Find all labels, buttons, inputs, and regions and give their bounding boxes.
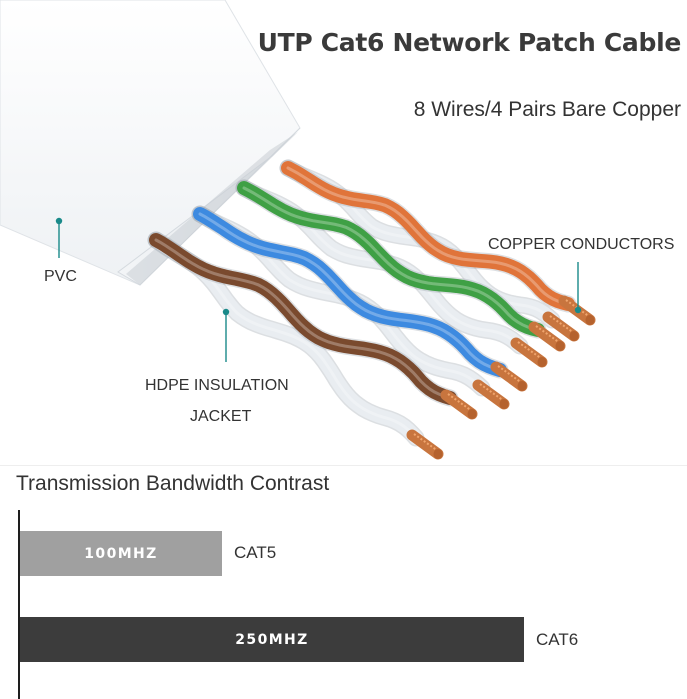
copper-tip-brown — [440, 389, 478, 420]
copper-end-brown — [467, 409, 477, 419]
copper-tip-green — [528, 321, 566, 352]
copper-end-orange — [585, 315, 595, 325]
category-label-cat5: CAT5 — [234, 543, 277, 562]
copper-end-white-brown — [433, 449, 443, 459]
bar-value-label-cat5: 100MHZ — [84, 545, 158, 562]
copper-strands-white-green — [517, 341, 543, 360]
copper-tip-white-brown — [406, 429, 444, 460]
copper-end-white-orange — [569, 331, 579, 341]
bar-cat5: 100MHZ — [20, 531, 222, 576]
copper-tip-blue — [490, 361, 528, 392]
wire-blue — [193, 207, 507, 377]
copper-pointer — [574, 262, 582, 314]
copper-tip-white-blue — [472, 379, 510, 410]
copper-strands-white-brown — [413, 433, 439, 452]
wire-green — [237, 181, 545, 337]
copper-strands-white-blue — [479, 383, 505, 402]
copper-tip-white-green — [510, 337, 548, 368]
copper-conductors-label: COPPER CONDUCTORS — [488, 236, 675, 253]
copper-strands-orange — [565, 299, 591, 318]
copper-strands-brown — [447, 393, 473, 412]
copper-strands-blue — [497, 365, 523, 384]
hdpe-pointer — [222, 308, 230, 362]
product-title: UTP Cat6 Network Patch Cable — [257, 28, 682, 57]
wire-highlight-orange — [286, 166, 570, 306]
wire-highlight-blue — [198, 212, 502, 372]
wire-highlight-brown — [154, 238, 452, 400]
product-subtitle: 8 Wires/4 Pairs Bare Copper — [413, 98, 681, 121]
copper-end-green — [555, 341, 565, 351]
wire-orange — [281, 161, 575, 311]
copper-end-white-blue — [499, 399, 509, 409]
wire-highlight-green — [242, 186, 540, 332]
cable-illustration — [0, 0, 596, 460]
copper-strands-white-orange — [549, 315, 575, 334]
twisted-wire-pairs — [147, 159, 596, 460]
copper-end-blue — [517, 381, 527, 391]
bar-cat6: 250MHZ — [20, 617, 524, 662]
jacket-label: JACKET — [190, 408, 252, 425]
hdpe-insulation-label: HDPE INSULATION — [145, 377, 289, 394]
wire-brown — [149, 233, 457, 405]
chart-title: Transmission Bandwidth Contrast — [16, 472, 330, 495]
pvc-pointer — [55, 217, 63, 258]
section-divider — [0, 465, 687, 466]
category-label-cat6: CAT6 — [536, 630, 579, 649]
bar-value-label-cat6: 250MHZ — [235, 631, 309, 648]
pvc-label: PVC — [44, 268, 77, 285]
copper-strands-green — [535, 325, 561, 344]
copper-end-white-green — [537, 357, 547, 367]
copper-tip-white-orange — [542, 311, 580, 342]
chart-axis — [18, 510, 20, 699]
